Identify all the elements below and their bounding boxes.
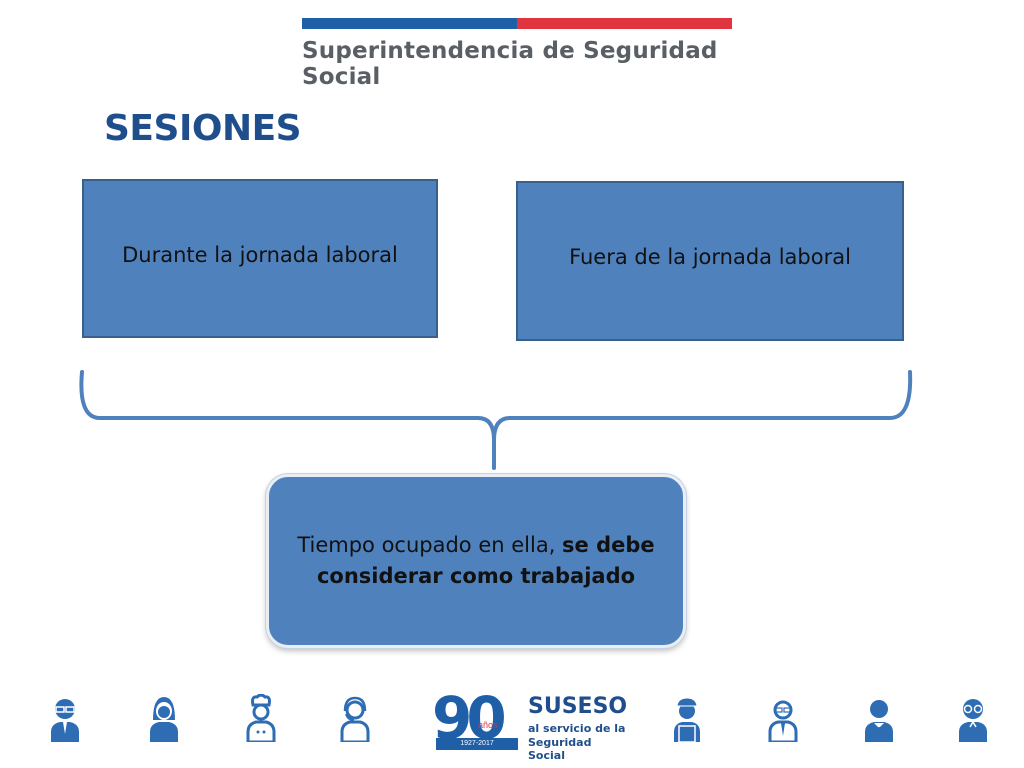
logo-subtitle-1: al servicio de la: [528, 722, 626, 735]
person-tie-icon: [768, 700, 798, 742]
logo-anos: años: [478, 720, 498, 730]
box-right-label: Fuera de la jornada laboral: [569, 245, 851, 269]
logo-name: SUSESO: [528, 694, 628, 719]
box-during-working-hours: Durante la jornada laboral: [82, 179, 438, 338]
chef-icon: [246, 694, 276, 742]
result-text-plain: Tiempo ocupado en ella,: [297, 532, 563, 557]
header-bar-blue: [302, 18, 517, 29]
logo-years: 1927-2017: [436, 738, 518, 750]
box-left-label: Durante la jornada laboral: [122, 243, 398, 267]
organization-name: Superintendencia de Seguridad Social: [302, 38, 718, 90]
result-box: Tiempo ocupado en ella, se debe consider…: [266, 474, 686, 648]
header-color-bar: [302, 18, 732, 29]
suseso-90-logo: 90 años 1927-2017 SUSESO al servicio de …: [428, 684, 628, 762]
result-text: Tiempo ocupado en ella, se debe consider…: [289, 530, 663, 593]
waiter-icon: [865, 700, 893, 742]
result-text-bold: se debe considerar como trabajado: [316, 532, 655, 589]
box-outside-working-hours: Fuera de la jornada laboral: [516, 181, 904, 341]
worker-icon: [674, 697, 700, 742]
elderly-person-icon: [959, 699, 987, 742]
person-glasses-icon: [51, 699, 79, 742]
slide-title: SESIONES: [104, 108, 302, 149]
logo-subtitle-2: Seguridad Social: [528, 736, 592, 762]
header-bar-red: [517, 18, 732, 29]
person-woman-icon: [150, 697, 178, 742]
headset-operator-icon: [340, 696, 370, 742]
